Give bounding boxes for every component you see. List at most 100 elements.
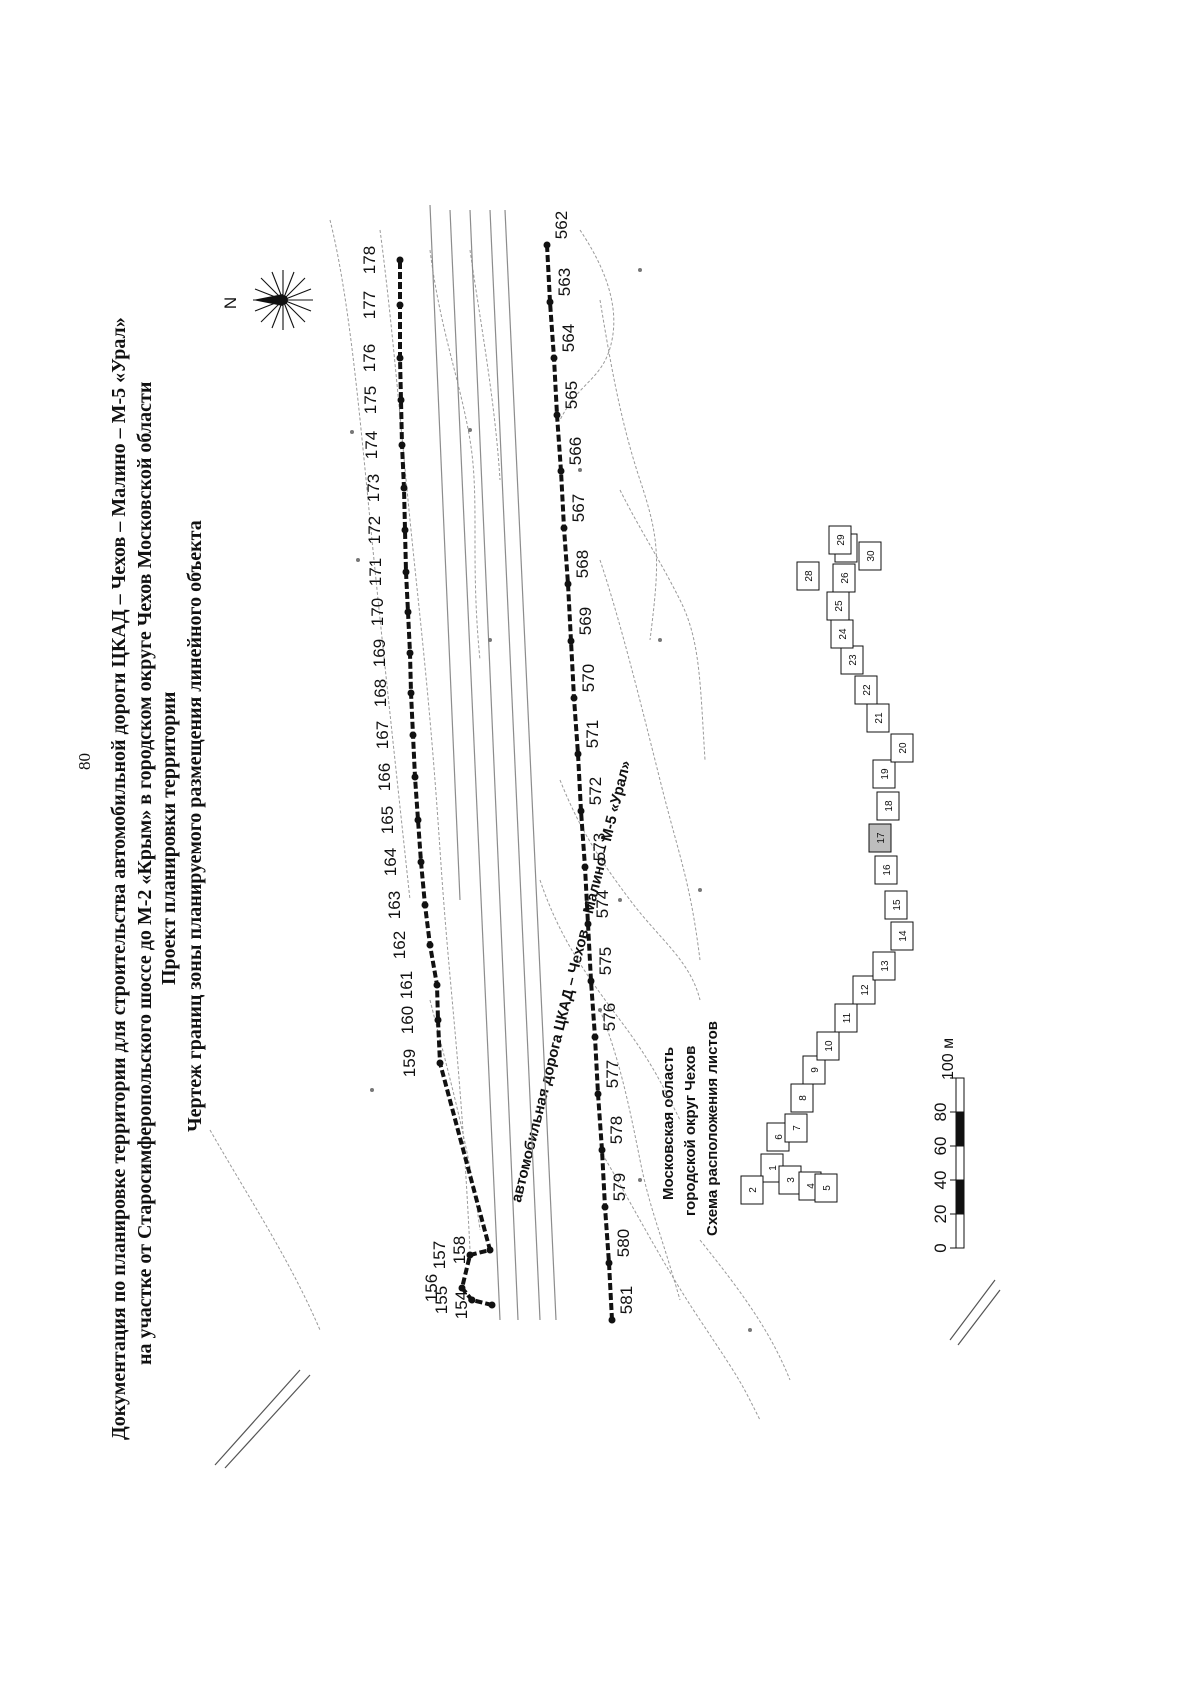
upper-boundary-point-label-160: 160 (398, 1006, 417, 1034)
sheet-box-21 (866, 703, 890, 733)
sheet-box-16 (874, 855, 898, 885)
lower-boundary-point-label-572: 572 (586, 777, 605, 805)
upper-boundary-point-label-168: 168 (371, 679, 390, 707)
lower-boundary-point-vertex-565 (553, 411, 561, 419)
scale-tick-label-20: 20 (931, 1205, 950, 1224)
upper-boundary-point-label-157: 157 (430, 1241, 449, 1269)
road-edge-lines (429, 204, 557, 1321)
upper-boundary-point-vertex-160 (434, 1016, 442, 1024)
lower-boundary-point-vertex-573 (581, 863, 589, 871)
lower-boundary-point-label-569: 569 (576, 607, 595, 635)
upper-boundary-point-label-162: 162 (390, 931, 409, 959)
upper-boundary-point-label-169: 169 (370, 639, 389, 667)
upper-boundary-point-label-158: 158 (450, 1236, 469, 1264)
sheet-box-5 (814, 1173, 838, 1203)
sheet-label-9: 9 (810, 1067, 821, 1073)
upper-boundary-point-label-159: 159 (400, 1049, 419, 1077)
upper-boundary-point-vertex-168 (407, 689, 415, 697)
sheet-label-28: 28 (804, 570, 815, 582)
sheet-label-30: 30 (866, 550, 877, 562)
upper-boundary-point-vertex-171 (402, 568, 410, 576)
upper-boundary-point-label-164: 164 (381, 848, 400, 876)
sheet-label-21: 21 (874, 712, 885, 724)
lower-boundary-point-label-576: 576 (600, 1003, 619, 1031)
upper-boundary-point-label-174: 174 (362, 431, 381, 459)
upper-boundary-point-label-156: 156 (422, 1274, 441, 1302)
scale-segment-2 (955, 1145, 965, 1181)
sheet-box-15 (884, 890, 908, 920)
scale-tick-label-60: 60 (931, 1137, 950, 1156)
lower-boundary-point-vertex-575 (587, 977, 595, 985)
sheet-label-25: 25 (834, 600, 845, 612)
upper-boundary-point-vertex-154 (488, 1301, 496, 1309)
scale-segment-4 (955, 1077, 965, 1113)
lower-boundary-point-vertex-571 (574, 750, 582, 758)
upper-boundary-point-vertex-176 (396, 354, 404, 362)
lower-boundary-point-label-565: 565 (562, 381, 581, 409)
lower-boundary-point-vertex-581 (608, 1316, 616, 1324)
lower-boundary-point-label-574: 574 (593, 890, 612, 918)
sheet-label-3: 3 (786, 1177, 797, 1183)
upper-boundary-point-label-154: 154 (452, 1291, 471, 1319)
sheet-label-24: 24 (838, 628, 849, 640)
upper-boundary-point-vertex-174 (398, 441, 406, 449)
lower-boundary-point-vertex-562 (543, 241, 551, 249)
upper-boundary-point-vertex-170 (404, 608, 412, 616)
sheet-box-26 (832, 563, 856, 593)
upper-boundary-point-vertex-166 (411, 773, 419, 781)
upper-boundary-point-vertex-162 (426, 941, 434, 949)
scale-segment-0 (955, 1213, 965, 1249)
lower-boundary-point-label-568: 568 (573, 550, 592, 578)
lower-boundary-point-vertex-564 (550, 354, 558, 362)
scale-tick-label-0: 0 (931, 1243, 950, 1252)
lower-boundary-point-label-579: 579 (610, 1173, 629, 1201)
sheet-label-14: 14 (898, 930, 909, 942)
sheet-label-4: 4 (806, 1183, 817, 1189)
lower-boundary-point-vertex-569 (567, 637, 575, 645)
lower-boundary-line: 5625635645655665675685695705715725735745… (543, 211, 636, 1324)
sheet-label-7: 7 (792, 1125, 803, 1131)
sheet-label-5: 5 (822, 1185, 833, 1191)
lower-boundary-point-vertex-577 (594, 1090, 602, 1098)
sheet-label-10: 10 (824, 1040, 835, 1052)
sheet-box-30 (858, 541, 882, 571)
sheet-box-13 (872, 951, 896, 981)
sheet-box-18 (876, 791, 900, 821)
sheet-box-7 (784, 1113, 808, 1143)
lower-boundary-point-label-566: 566 (566, 437, 585, 465)
sheet-label-13: 13 (880, 960, 891, 972)
sheet-label-22: 22 (862, 684, 873, 696)
upper-boundary-point-label-155: 155 (432, 1286, 451, 1314)
sheet-box-19 (872, 759, 896, 789)
upper-boundary-point-label-175: 175 (361, 386, 380, 414)
elevation-marks (350, 268, 752, 1332)
upper-boundary-point-vertex-169 (406, 649, 414, 657)
lower-boundary-point-label-571: 571 (583, 720, 602, 748)
sheet-label-18: 18 (884, 800, 895, 812)
sheet-label-8: 8 (798, 1095, 809, 1101)
sheet-label-19: 19 (880, 768, 891, 780)
lower-boundary-point-vertex-570 (570, 694, 578, 702)
upper-boundary-point-vertex-163 (421, 901, 429, 909)
upper-boundary-point-vertex-157 (466, 1251, 474, 1259)
upper-boundary-point-vertex-178 (396, 256, 404, 264)
upper-boundary-point-vertex-167 (409, 731, 417, 739)
sheet-box-29 (828, 525, 852, 555)
upper-boundary-point-label-166: 166 (375, 763, 394, 791)
lower-boundary-point-label-578: 578 (607, 1116, 626, 1144)
lower-boundary-point-vertex-566 (557, 467, 565, 475)
sheet-box-12 (852, 975, 876, 1005)
lower-boundary-point-vertex-574 (584, 920, 592, 928)
upper-boundary-point-label-163: 163 (385, 891, 404, 919)
lower-boundary-point-label-570: 570 (579, 664, 598, 692)
lower-boundary-point-label-573: 573 (590, 833, 609, 861)
lower-boundary-point-label-577: 577 (603, 1060, 622, 1088)
sheet-label-11: 11 (842, 1012, 853, 1023)
upper-boundary-point-label-172: 172 (365, 516, 384, 544)
sheet-label-16: 16 (882, 864, 893, 876)
sheet-box-10 (816, 1031, 840, 1061)
sheet-box-9 (802, 1055, 826, 1085)
upper-boundary-point-vertex-172 (401, 526, 409, 534)
